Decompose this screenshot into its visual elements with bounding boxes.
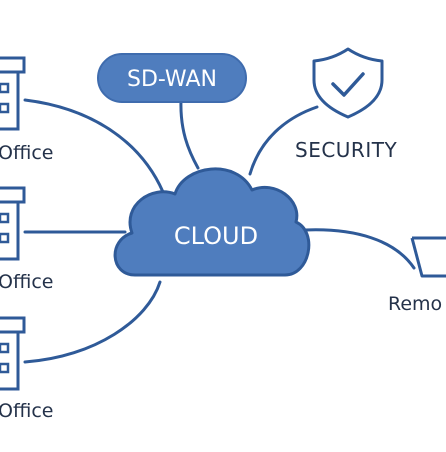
connector-security-cloud <box>248 105 319 176</box>
office-label: Office <box>0 142 54 164</box>
laptop-icon <box>410 236 446 278</box>
cloud-label: CLOUD <box>174 222 258 250</box>
connector-office1-cloud <box>23 98 165 194</box>
remote-label: Remo <box>388 293 443 315</box>
office-label: Office <box>0 271 54 293</box>
sdwan-node: SD-WAN <box>97 53 247 103</box>
building-icon <box>0 56 26 131</box>
shield-check-icon <box>312 47 384 119</box>
sdwan-pill <box>97 53 247 103</box>
security-label: SECURITY <box>295 138 398 162</box>
sdwan-label: SD-WAN <box>127 67 217 92</box>
building-icon <box>0 316 26 391</box>
connector-cloud-remote <box>303 228 416 270</box>
building-icon <box>0 186 26 261</box>
connector-sdwan-cloud <box>179 98 200 170</box>
cloud-icon: CLOUD <box>113 167 311 277</box>
office-label: Office <box>0 400 54 422</box>
connector-office3-cloud <box>23 280 162 364</box>
